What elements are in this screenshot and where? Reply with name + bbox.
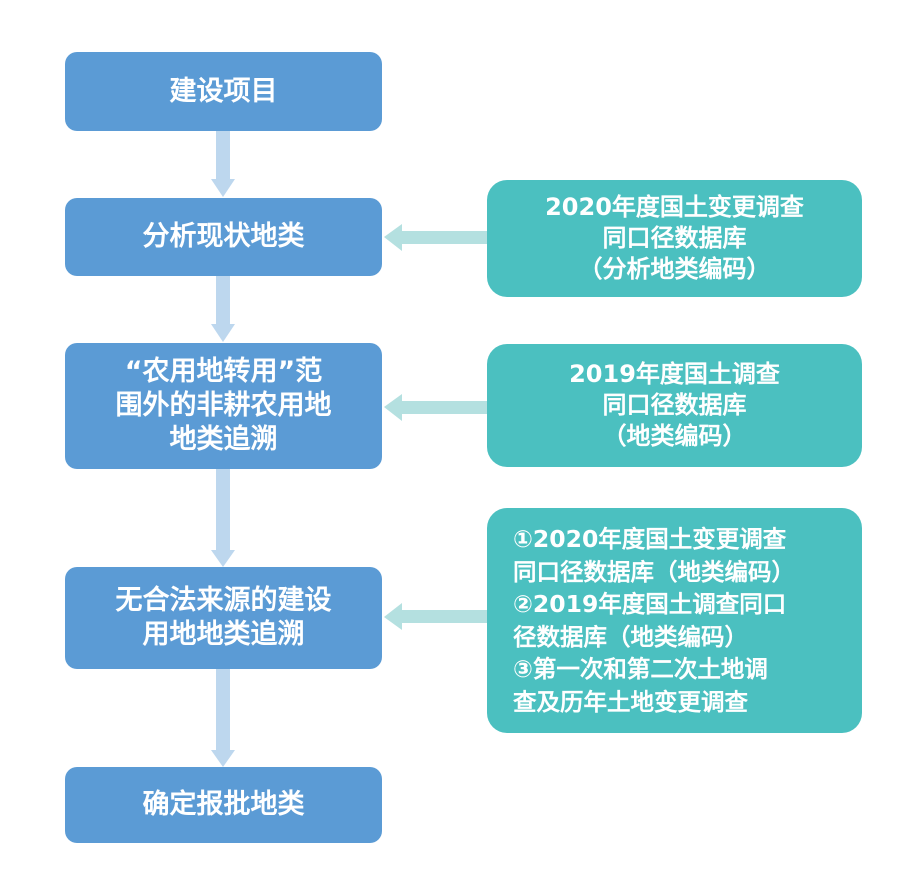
source-line: 同口径数据库 (602, 224, 747, 252)
source-line: （分析地类编码） (578, 255, 771, 283)
source-box-2019-survey: 2019年度国土调查 同口径数据库 （地类编码） (487, 344, 862, 467)
step-box-determine-approval-land-type: 确定报批地类 (65, 767, 382, 843)
down-arrow-2 (211, 276, 235, 342)
source-line: 同口径数据库 (602, 391, 747, 419)
step-line: 无合法来源的建设 (115, 585, 332, 616)
step-line: 用地地类追溯 (142, 619, 305, 650)
source-line: ③第一次和第二次土地调 (513, 655, 768, 683)
source-box-2020-change-survey: 2020年度国土变更调查 同口径数据库 （分析地类编码） (487, 180, 862, 297)
down-arrow-3 (211, 469, 235, 567)
step-line: “农用地转用”范 (124, 356, 323, 387)
down-arrow-1 (211, 131, 235, 197)
step-box-analyze-current-land-type: 分析现状地类 (65, 198, 382, 276)
source-line: （地类编码） (602, 422, 747, 450)
step-box-trace-non-farmland: “农用地转用”范 围外的非耕农用地 地类追溯 (65, 343, 382, 469)
step-line: 确定报批地类 (142, 789, 305, 820)
left-arrow-1 (384, 224, 488, 251)
down-arrow-4 (211, 669, 235, 767)
step-line: 围外的非耕农用地 (115, 390, 332, 421)
source-line: ①2020年度国土变更调查 (513, 525, 787, 553)
left-arrow-3 (384, 603, 488, 630)
source-line: 2019年度国土调查 (569, 360, 780, 388)
step-line: 建设项目 (169, 75, 278, 107)
step-box-construction-project: 建设项目 (65, 52, 382, 131)
step-box-trace-illegal-construction-land: 无合法来源的建设 用地地类追溯 (65, 567, 382, 669)
source-line: 同口径数据库（地类编码） (513, 557, 795, 586)
step-line: 分析现状地类 (142, 221, 305, 252)
left-arrow-2 (384, 394, 488, 421)
source-line: 2020年度国土变更调查 (545, 193, 804, 221)
source-line: 径数据库（地类编码） (513, 622, 748, 651)
source-line: 查及历年土地变更调查 (513, 687, 748, 716)
source-line: ②2019年度国土调查同口 (513, 590, 787, 618)
source-box-multi-survey: ①2020年度国土变更调查 同口径数据库（地类编码） ②2019年度国土调查同口… (487, 508, 862, 733)
step-line: 地类追溯 (169, 424, 278, 455)
